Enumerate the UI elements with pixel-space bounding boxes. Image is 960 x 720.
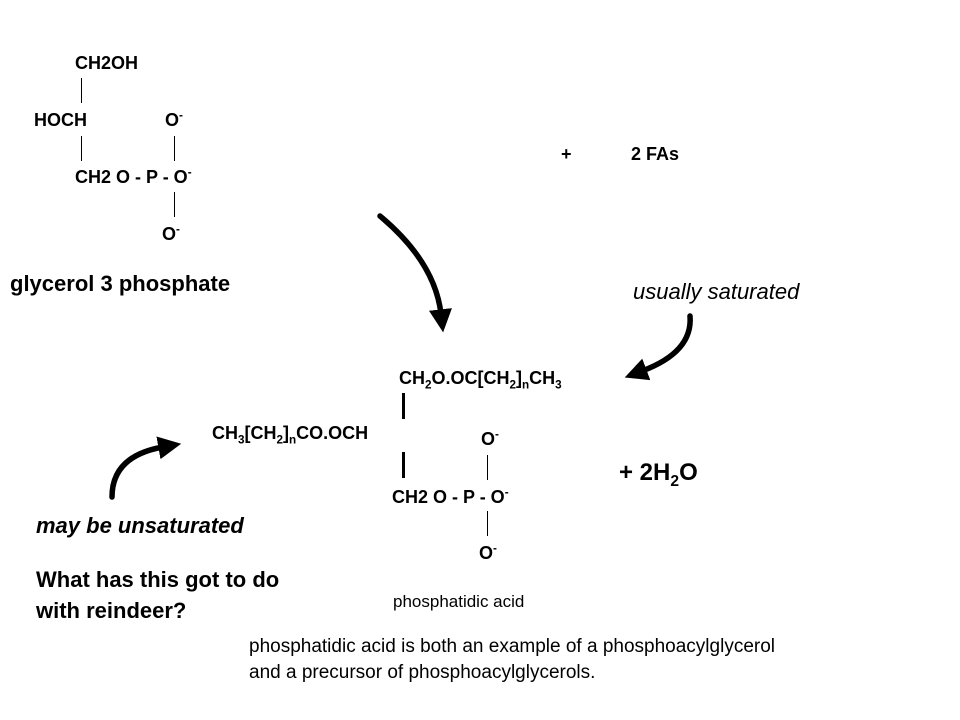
g3p-o-bottom: O- <box>162 223 180 244</box>
pa-ch2-phosphate: CH2 O - P - O- <box>392 486 509 507</box>
pa-label: phosphatidic acid <box>393 592 525 611</box>
pa-o-bottom: O- <box>479 542 497 563</box>
pa-top-chain: CH2O.OC[CH2]nCH3 <box>399 368 562 392</box>
g3p-o-top: O- <box>165 109 183 130</box>
g3p-ch2oh: CH2OH <box>75 53 139 73</box>
g3p-bond-4 <box>174 192 175 217</box>
g3p-bond-1 <box>81 78 82 103</box>
pa-bond-4 <box>487 511 488 536</box>
g3p-bond-3 <box>174 136 175 161</box>
g3p-ch2-phosphate: CH2 O - P - O- <box>75 166 192 187</box>
main-reaction-arrow <box>377 213 452 333</box>
question-line-2: with reindeer? <box>36 598 187 623</box>
caption-line-1: phosphatidic acid is both an example of … <box>249 636 775 657</box>
caption-line-2: and a precursor of phosphoacylglycerols. <box>249 662 596 683</box>
pa-mid-chain: CH3[CH2]nCO.OCH <box>212 423 369 447</box>
usually-saturated-label: usually saturated <box>633 279 800 304</box>
pa-bond-3 <box>487 455 488 480</box>
unsaturated-arrow <box>109 436 182 500</box>
plus-sign: + <box>561 144 572 164</box>
water-product: + 2H2O <box>619 459 698 490</box>
question-line-1: What has this got to do <box>36 567 280 592</box>
may-be-unsaturated-label: may be unsaturated <box>36 513 244 538</box>
fatty-acids-label: 2 FAs <box>631 144 680 164</box>
pa-o-top: O- <box>481 428 499 449</box>
g3p-bond-2 <box>81 136 82 161</box>
saturated-arrow <box>624 313 693 381</box>
g3p-hoch: HOCH <box>34 110 87 130</box>
pa-bond-2 <box>402 452 405 478</box>
pa-bond-1 <box>402 393 405 419</box>
g3p-label: glycerol 3 phosphate <box>10 271 231 296</box>
